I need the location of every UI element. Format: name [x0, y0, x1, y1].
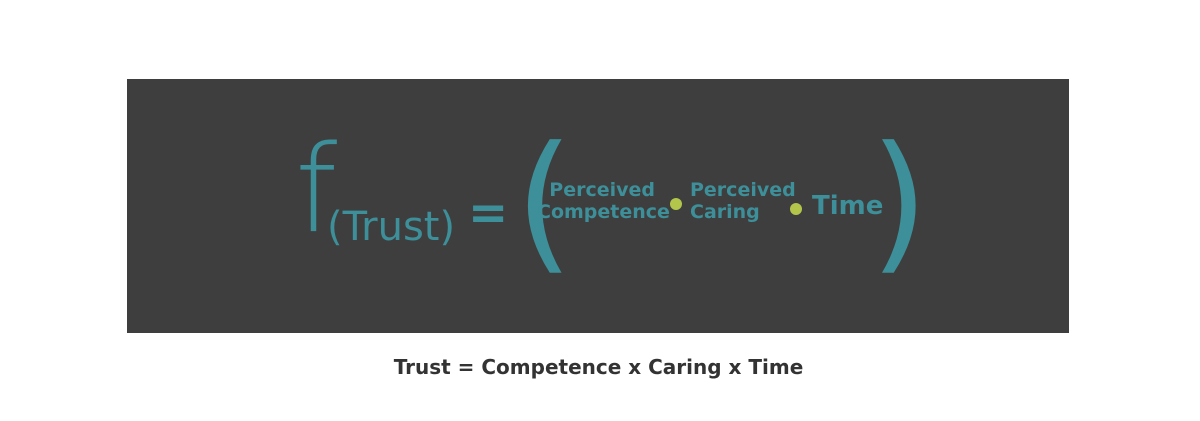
formula-panel: f (Trust) = ( Perceived Competence Perce… [127, 79, 1069, 333]
term-competence-line2: Competence [537, 200, 670, 223]
trust-subscript: (Trust) [327, 204, 456, 250]
term-time: Time [812, 191, 884, 221]
close-parenthesis: ) [870, 115, 929, 289]
multiply-dot-icon [670, 198, 682, 210]
term-caring-line2: Caring [690, 200, 760, 223]
function-letter: f [295, 121, 338, 260]
term-perceived-caring: Perceived Caring [690, 179, 796, 224]
equals-sign: = [468, 185, 509, 241]
term-competence-line1: Perceived [549, 179, 655, 201]
multiply-dot-icon [790, 203, 802, 215]
term-caring-line1: Perceived [690, 179, 796, 201]
open-parenthesis: ( [515, 115, 574, 289]
formula-caption: Trust = Competence x Caring x Time [393, 355, 804, 379]
term-perceived-competence: Perceived Competence [537, 179, 670, 224]
